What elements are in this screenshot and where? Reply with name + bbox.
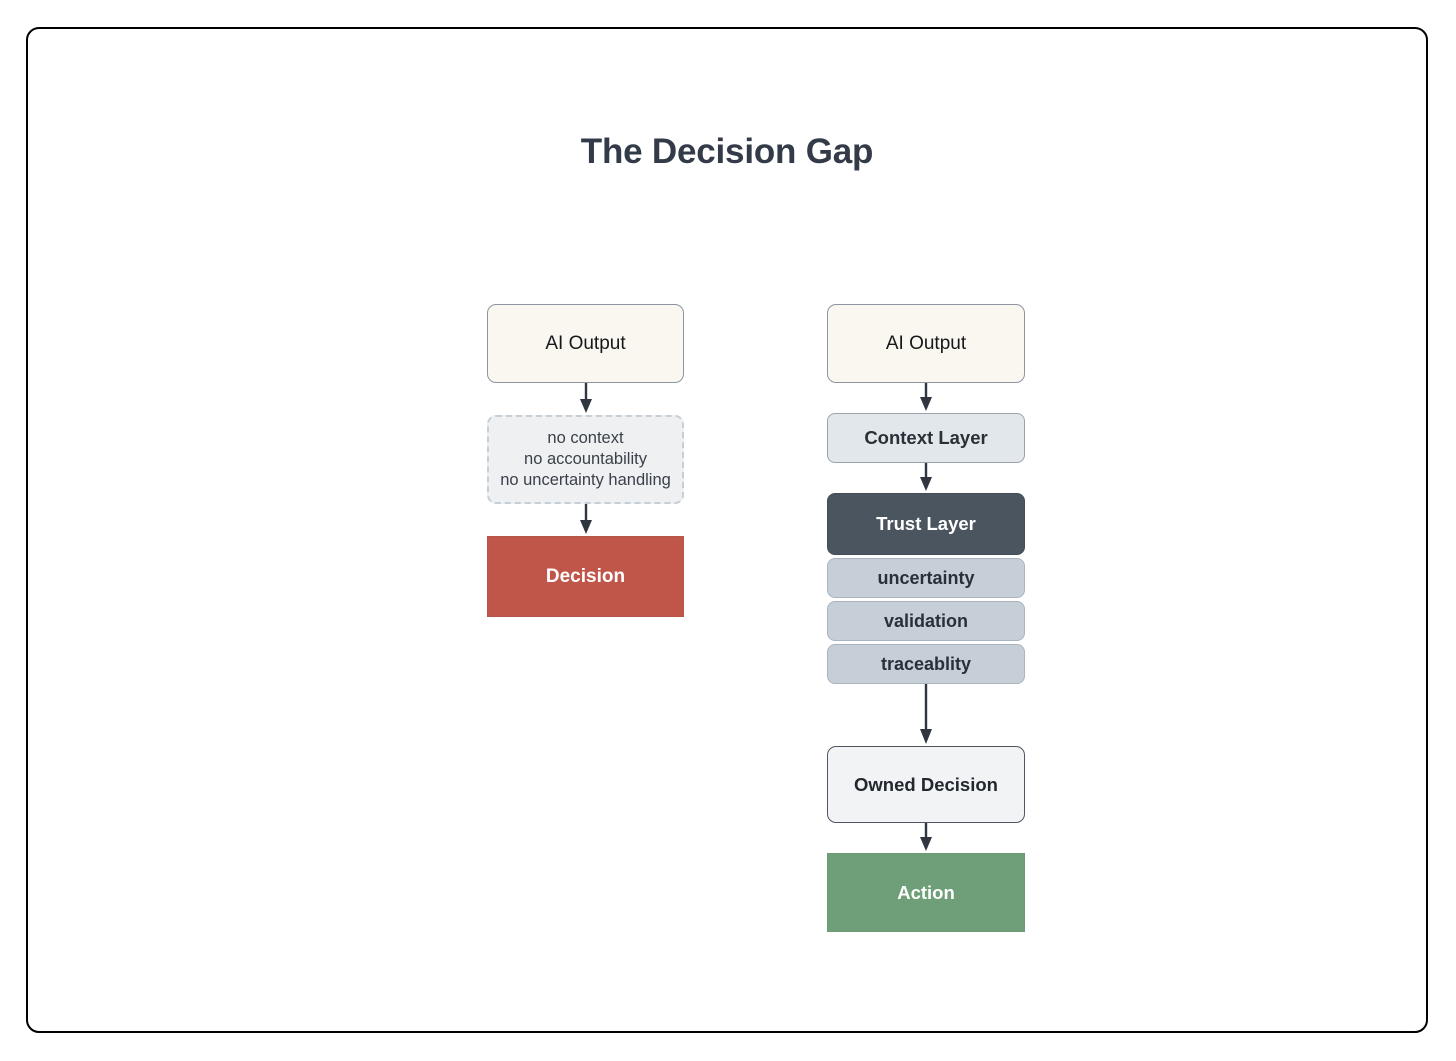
node-trust-subitem-uncertainty[interactable]: uncertainty [827, 558, 1025, 598]
flow-column-with-trust-layer: AI Output Context Layer Trust Layer unce… [827, 304, 1025, 932]
arrowhead-icon [920, 397, 932, 411]
edge-traceablity-to-owned-decision [920, 684, 932, 744]
arrowhead-icon [920, 477, 932, 491]
node-owned-decision[interactable]: Owned Decision [827, 746, 1025, 823]
node-ai-output-left[interactable]: AI Output [487, 304, 684, 383]
node-decision[interactable]: Decision [487, 536, 684, 617]
gap-line-2: no accountability [524, 450, 647, 468]
node-action[interactable]: Action [827, 853, 1025, 932]
node-context-layer[interactable]: Context Layer [827, 413, 1025, 463]
edge-owned-decision-to-action [920, 823, 932, 851]
edge-ai-output-to-context-layer [920, 383, 932, 411]
diagram-canvas: The Decision Gap AI Output no context no… [26, 27, 1428, 1033]
edge-context-layer-to-trust-layer [920, 463, 932, 491]
arrowhead-icon [920, 729, 932, 744]
gap-line-3: no uncertainty handling [500, 471, 671, 489]
node-trust-subitem-validation[interactable]: validation [827, 601, 1025, 641]
gap-line-1: no context [547, 429, 624, 447]
node-gap-list[interactable]: no context no accountability no uncertai… [487, 415, 684, 504]
gap-list-lines: no context no accountability no uncertai… [500, 428, 671, 491]
arrowhead-icon [920, 837, 932, 851]
node-ai-output-right[interactable]: AI Output [827, 304, 1025, 383]
page-title: The Decision Gap [580, 132, 874, 171]
edge-ai-output-to-gap-list [579, 383, 592, 413]
flow-column-without-trust-layer: AI Output no context no accountability n… [487, 304, 684, 617]
edge-gap-list-to-decision [579, 504, 592, 534]
node-trust-layer[interactable]: Trust Layer [827, 493, 1025, 555]
arrowhead-icon [579, 399, 592, 413]
node-trust-subitem-traceablity[interactable]: traceablity [827, 644, 1025, 684]
arrowhead-icon [579, 520, 592, 534]
